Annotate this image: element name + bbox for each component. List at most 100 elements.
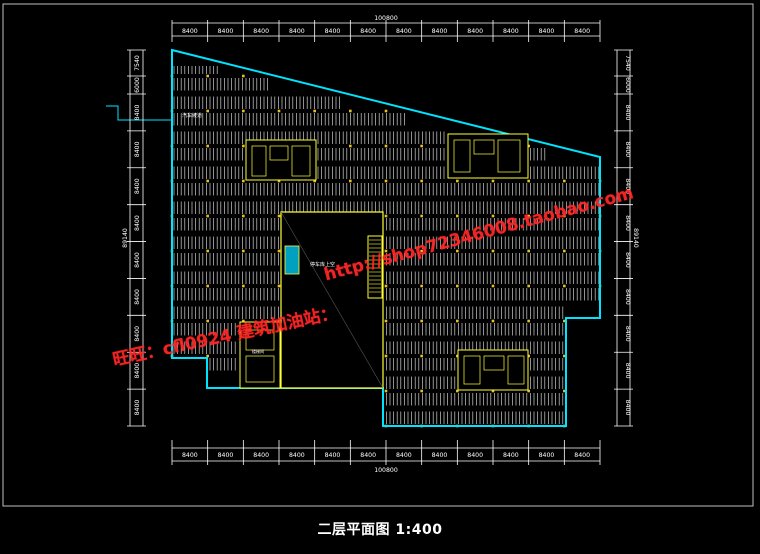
column-marker bbox=[420, 214, 423, 218]
column-marker bbox=[420, 179, 423, 183]
entry-label: 汽车坡道 bbox=[182, 112, 202, 119]
dim-top-bay: 8400 bbox=[182, 28, 198, 35]
column-marker bbox=[277, 179, 281, 183]
column-marker bbox=[206, 284, 209, 288]
dim-bottom-bay: 8400 bbox=[503, 452, 519, 459]
dim-right-bay: 8400 bbox=[624, 178, 631, 194]
column-marker bbox=[563, 354, 566, 358]
core-top-left bbox=[245, 139, 317, 181]
column-marker bbox=[563, 284, 566, 288]
dim-left-bay: 8400 bbox=[134, 363, 141, 379]
column-marker bbox=[242, 109, 245, 113]
column-marker bbox=[527, 179, 530, 183]
dim-bottom-bay: 8400 bbox=[396, 452, 412, 459]
column-marker bbox=[384, 354, 388, 358]
void-cross-line bbox=[280, 211, 384, 389]
viewport-border bbox=[2, 3, 754, 507]
dim-left-bay: 7540 bbox=[134, 55, 141, 71]
dim-left-bay: 8400 bbox=[134, 326, 141, 342]
column-marker bbox=[206, 109, 209, 113]
dim-left-overall: 89140 bbox=[122, 228, 129, 248]
dim-top-overall: 100800 bbox=[374, 15, 398, 22]
column-marker bbox=[527, 389, 530, 393]
column-marker bbox=[491, 284, 495, 288]
column-marker bbox=[242, 249, 245, 253]
dim-right-bay: 8400 bbox=[624, 215, 631, 231]
column-marker bbox=[242, 284, 245, 288]
column-marker bbox=[277, 319, 281, 323]
column-marker bbox=[527, 354, 530, 358]
column-marker bbox=[563, 389, 566, 393]
column-marker bbox=[242, 179, 245, 183]
dim-top-bay: 8400 bbox=[253, 28, 269, 35]
column-marker bbox=[456, 354, 459, 358]
column-marker bbox=[420, 284, 423, 288]
dim-right-bay: 8400 bbox=[624, 252, 631, 268]
void-label: 停车库上空 bbox=[310, 261, 335, 268]
column-marker bbox=[242, 319, 245, 323]
column-marker bbox=[384, 144, 388, 148]
column-marker bbox=[456, 284, 459, 288]
dim-top-bay: 8400 bbox=[467, 28, 483, 35]
dim-top-bay: 8400 bbox=[325, 28, 341, 35]
dim-top-bay: 8400 bbox=[218, 28, 234, 35]
dim-right-bay: 8400 bbox=[624, 363, 631, 379]
drawing-title: 二层平面图 1:400 bbox=[317, 522, 443, 538]
column-marker bbox=[206, 74, 209, 78]
core-left-bottom: 楼梯间 bbox=[239, 321, 281, 389]
column-marker bbox=[349, 179, 352, 183]
dim-right-bay: 8400 bbox=[624, 141, 631, 157]
column-marker bbox=[277, 214, 281, 218]
dim-top-bay: 8400 bbox=[574, 28, 590, 35]
column-marker bbox=[527, 284, 530, 288]
column-marker bbox=[491, 319, 495, 323]
column-marker bbox=[420, 319, 423, 323]
ramp-treads bbox=[369, 239, 381, 293]
column-marker bbox=[491, 179, 495, 183]
dim-left-bay: 8400 bbox=[134, 252, 141, 268]
dim-top-bay: 8400 bbox=[360, 28, 376, 35]
column-marker bbox=[206, 144, 209, 148]
dim-top-bay: 8400 bbox=[503, 28, 519, 35]
dim-top-bay: 8400 bbox=[432, 28, 448, 35]
dim-bottom-bay: 8400 bbox=[218, 452, 234, 459]
column-marker bbox=[563, 319, 566, 323]
parking-stalls bbox=[173, 66, 600, 424]
dim-top-bay: 8400 bbox=[289, 28, 305, 35]
column-marker bbox=[206, 319, 209, 323]
column-marker bbox=[384, 284, 388, 288]
column-marker bbox=[313, 179, 316, 183]
dim-right-bay: 7540 bbox=[624, 55, 631, 71]
column-marker bbox=[563, 179, 566, 183]
dim-right-bay: 8400 bbox=[624, 105, 631, 121]
column-marker bbox=[206, 179, 209, 183]
column-marker bbox=[456, 389, 459, 393]
dim-right-bay: 8400 bbox=[624, 326, 631, 342]
column-marker bbox=[420, 144, 423, 148]
column-marker bbox=[206, 249, 209, 253]
column-marker bbox=[206, 214, 209, 218]
stair-label: 楼梯间 bbox=[252, 348, 264, 354]
column-marker bbox=[384, 389, 388, 393]
column-marker bbox=[420, 354, 423, 358]
core-bottom-right bbox=[457, 349, 529, 391]
column-marker bbox=[277, 109, 281, 113]
column-marker bbox=[491, 389, 495, 393]
dim-bottom-bay: 8400 bbox=[432, 452, 448, 459]
dim-right-bay: 6000 bbox=[624, 77, 631, 93]
column-marker bbox=[527, 249, 530, 253]
dim-left-bay: 8400 bbox=[134, 105, 141, 121]
dim-left-bay: 8400 bbox=[134, 215, 141, 231]
dim-top-bay: 8400 bbox=[539, 28, 555, 35]
dim-left-bay: 8400 bbox=[134, 178, 141, 194]
dim-left-bay: 8400 bbox=[134, 400, 141, 416]
column-marker bbox=[563, 214, 566, 218]
dim-left-bay: 6000 bbox=[134, 77, 141, 93]
column-marker bbox=[384, 109, 388, 113]
dim-bottom-bay: 8400 bbox=[289, 452, 305, 459]
column-marker bbox=[206, 354, 209, 358]
dim-left-bay: 8400 bbox=[134, 289, 141, 305]
core-top-right bbox=[447, 133, 529, 179]
column-marker bbox=[349, 144, 352, 148]
